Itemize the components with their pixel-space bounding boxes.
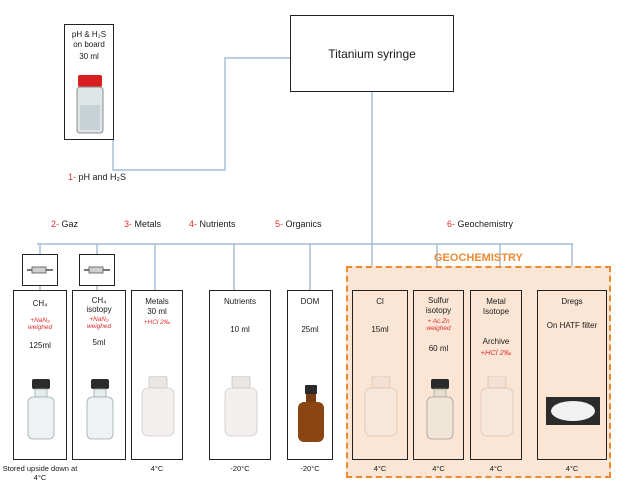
bottle-icon <box>141 376 175 437</box>
sample-metals: Metals 30 ml +HCl 2‰ <box>131 290 183 460</box>
amber-bottle-icon <box>298 385 324 442</box>
sample-title: CH₄ <box>32 299 48 308</box>
sample-metal-isotope: Metal Isotope Archive +HCl 2‰ <box>470 290 522 460</box>
step-4: 4- Nutrients <box>189 219 236 229</box>
sample-title: Dregs <box>561 297 583 306</box>
sample-title-2: Isotope <box>482 307 510 316</box>
sample-title: Nutrients <box>223 297 256 306</box>
sample-volume: 15ml <box>371 325 389 334</box>
step-5: 5- Organics <box>275 219 322 229</box>
sample-volume: Archive <box>482 337 510 346</box>
onboard-line-3: 30 ml <box>79 52 99 61</box>
sample-volume: 25ml <box>301 325 319 334</box>
syringe-icon-box-2 <box>79 254 115 286</box>
sample-title-2: 30 ml <box>147 307 167 316</box>
sample-temp: 4°C <box>565 464 579 473</box>
titanium-syringe-box: Titanium syringe <box>290 15 454 92</box>
sample-sulfur-isotopy: Sulfur isotopy + Ac.Zn weighed 60 ml <box>413 290 464 460</box>
filter-icon <box>546 397 600 425</box>
sample-note: + Ac.Zn weighed <box>426 318 451 332</box>
sample-cl: Cl 15ml <box>352 290 408 460</box>
sample-temp: 4°C <box>489 464 503 473</box>
sample-volume: 125ml <box>29 341 51 350</box>
sample-title: Metals <box>145 297 169 306</box>
step-1: 1- pH and H₂S <box>68 172 127 182</box>
bottle-icon <box>364 376 398 437</box>
sample-ch4-isotopy: CH₄ isotopy +NaN₃ weighed 5ml <box>72 290 126 460</box>
geochemistry-title: GEOCHEMISTRY <box>434 252 523 264</box>
sample-title: Sulfur <box>428 296 449 305</box>
glass-vial-icon <box>27 379 55 440</box>
sample-volume: 60 ml <box>428 344 449 353</box>
sample-temp: -20°C <box>300 464 320 473</box>
step-6: 6- Geochemistry <box>447 219 514 229</box>
sample-ch4: CH₄ +NaN₃ weighed 125ml <box>13 290 67 460</box>
sample-volume: 5ml <box>92 338 106 347</box>
vial-icon <box>76 75 104 134</box>
sample-temp: Stored upside down at 4°C <box>2 464 78 482</box>
sample-note: +NaN₃ weighed <box>86 316 112 330</box>
sample-dom: DOM 25ml <box>287 290 333 460</box>
glass-vial-icon <box>426 379 454 440</box>
sample-title: Cl <box>376 297 384 306</box>
sample-title: DOM <box>300 297 320 306</box>
sample-title: Metal <box>486 297 506 306</box>
sample-temp: 4°C <box>432 464 445 473</box>
syringe-icon <box>27 266 53 274</box>
sample-note: +HCl 2‰ <box>143 319 171 326</box>
glass-vial-icon <box>86 379 114 440</box>
sample-title: CH₄ <box>91 296 107 305</box>
sample-note: +NaN₃ weighed <box>27 317 53 331</box>
bottle-icon <box>480 376 514 437</box>
sample-title-2: isotopy <box>425 306 452 315</box>
bottle-icon <box>224 376 258 437</box>
sample-volume: 10 ml <box>230 325 250 334</box>
sample-volume: On HATF filter <box>546 321 598 330</box>
syringe-icon-box-1 <box>22 254 58 286</box>
titanium-syringe-label: Titanium syringe <box>328 47 416 61</box>
sample-temp: 4°C <box>150 464 164 473</box>
sample-title-2: isotopy <box>86 305 112 314</box>
onboard-vial-box: pH & H₂S on board 30 ml <box>64 24 114 140</box>
sample-temp: -20°C <box>230 464 250 473</box>
sample-nutrients: Nutrients 10 ml <box>209 290 271 460</box>
onboard-line-1: pH & H₂S <box>71 30 107 39</box>
syringe-icon <box>84 266 110 274</box>
step-3: 3- Metals <box>124 219 162 229</box>
sample-note: +HCl 2‰ <box>480 348 512 357</box>
sample-temp: 4°C <box>373 464 387 473</box>
step-2: 2- Gaz <box>51 219 79 229</box>
geochemistry-group <box>346 266 611 478</box>
onboard-line-2: on board <box>73 40 105 49</box>
sample-dregs: Dregs On HATF filter <box>537 290 607 460</box>
